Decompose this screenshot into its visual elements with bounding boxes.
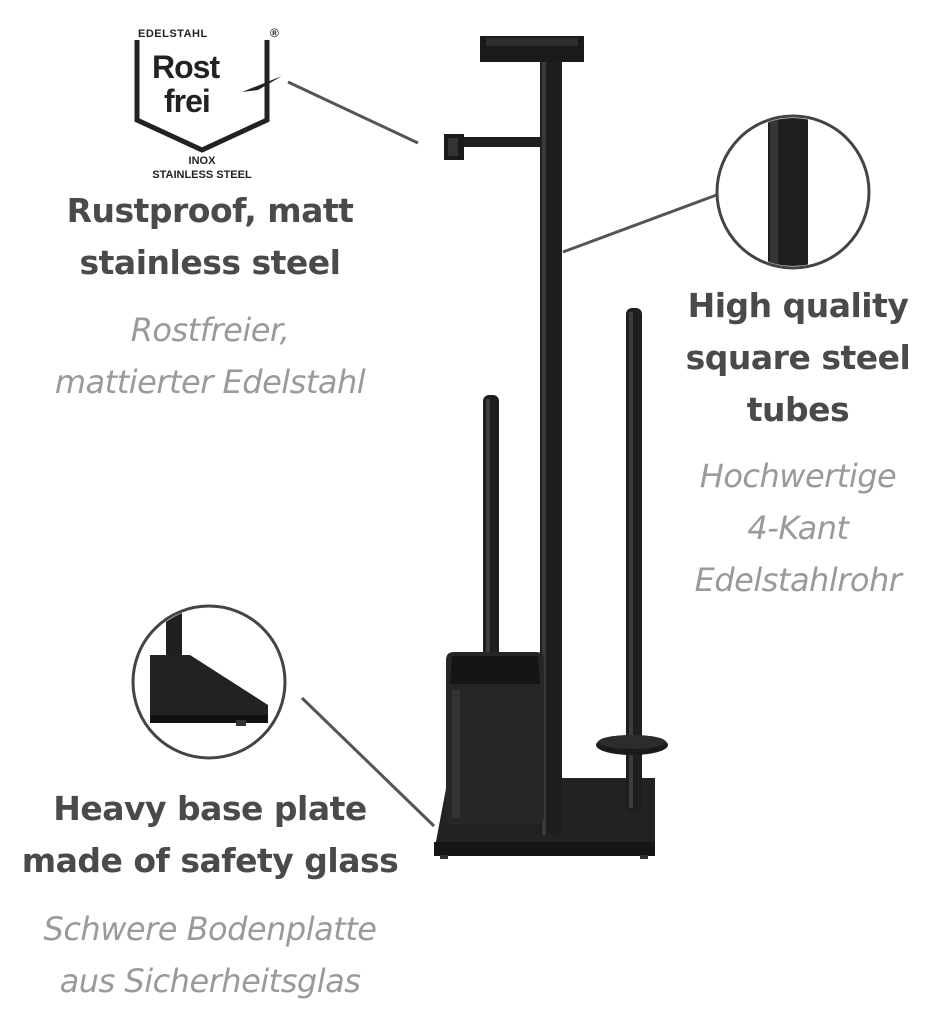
logo-shield-icon (134, 40, 287, 153)
rostfrei-logo: EDELSTAHL ® Rost frei INOX STAINLESS STE… (132, 26, 290, 188)
tubes-en-line-3: tubes (746, 390, 850, 429)
callout-line-base (300, 696, 436, 828)
callout-line-rustproof (287, 80, 419, 145)
base-de-line-2: aus Sicherheitsglas (59, 962, 361, 1000)
logo-registered: ® (270, 26, 280, 40)
main-post (480, 36, 584, 835)
spare-roll-pole (596, 308, 668, 812)
logo-word-rost: Rost (152, 49, 220, 85)
base-label-en: Heavy base plate made of safety glass (0, 783, 420, 887)
rustproof-de-line-2: mattierter Edelstahl (54, 363, 366, 401)
rustproof-label-de: Rostfreier, mattierter Edelstahl (0, 304, 420, 408)
tubes-label-de: Hochwertige 4-Kant Edelstahlrohr (660, 450, 936, 606)
callout-line-tubes (562, 188, 731, 254)
base-en-line-2: made of safety glass (21, 841, 399, 880)
rustproof-en-line-2: stainless steel (79, 243, 341, 282)
rustproof-en-line-1: Rustproof, matt (66, 191, 354, 230)
tubes-label-en: High quality square steel tubes (660, 280, 936, 436)
base-de-line-1: Schwere Bodenplatte (43, 910, 377, 948)
brush-container (446, 652, 544, 824)
rustproof-de-line-1: Rostfreier, (130, 311, 290, 349)
tubes-en-line-1: High quality (687, 286, 909, 325)
tubes-en-line-2: square steel (685, 338, 911, 377)
tubes-de-line-2: 4-Kant (747, 509, 849, 547)
tubes-de-line-3: Edelstahlrohr (694, 561, 902, 599)
zoom-circle-tube (715, 114, 871, 270)
base-en-line-1: Heavy base plate (53, 789, 367, 828)
rustproof-label-en: Rustproof, matt stainless steel (0, 185, 420, 289)
tubes-de-line-1: Hochwertige (699, 457, 897, 495)
paper-holder-arm (444, 134, 542, 160)
brush-handle (483, 395, 499, 685)
logo-word-frei: frei (164, 83, 211, 119)
logo-sub-stainless: STAINLESS STEEL (152, 169, 252, 181)
logo-sub-inox: INOX (188, 155, 216, 167)
logo-top-text: EDELSTAHL (138, 28, 208, 40)
base-label-de: Schwere Bodenplatte aus Sicherheitsglas (0, 903, 420, 1007)
zoom-circle-base (131, 604, 287, 760)
